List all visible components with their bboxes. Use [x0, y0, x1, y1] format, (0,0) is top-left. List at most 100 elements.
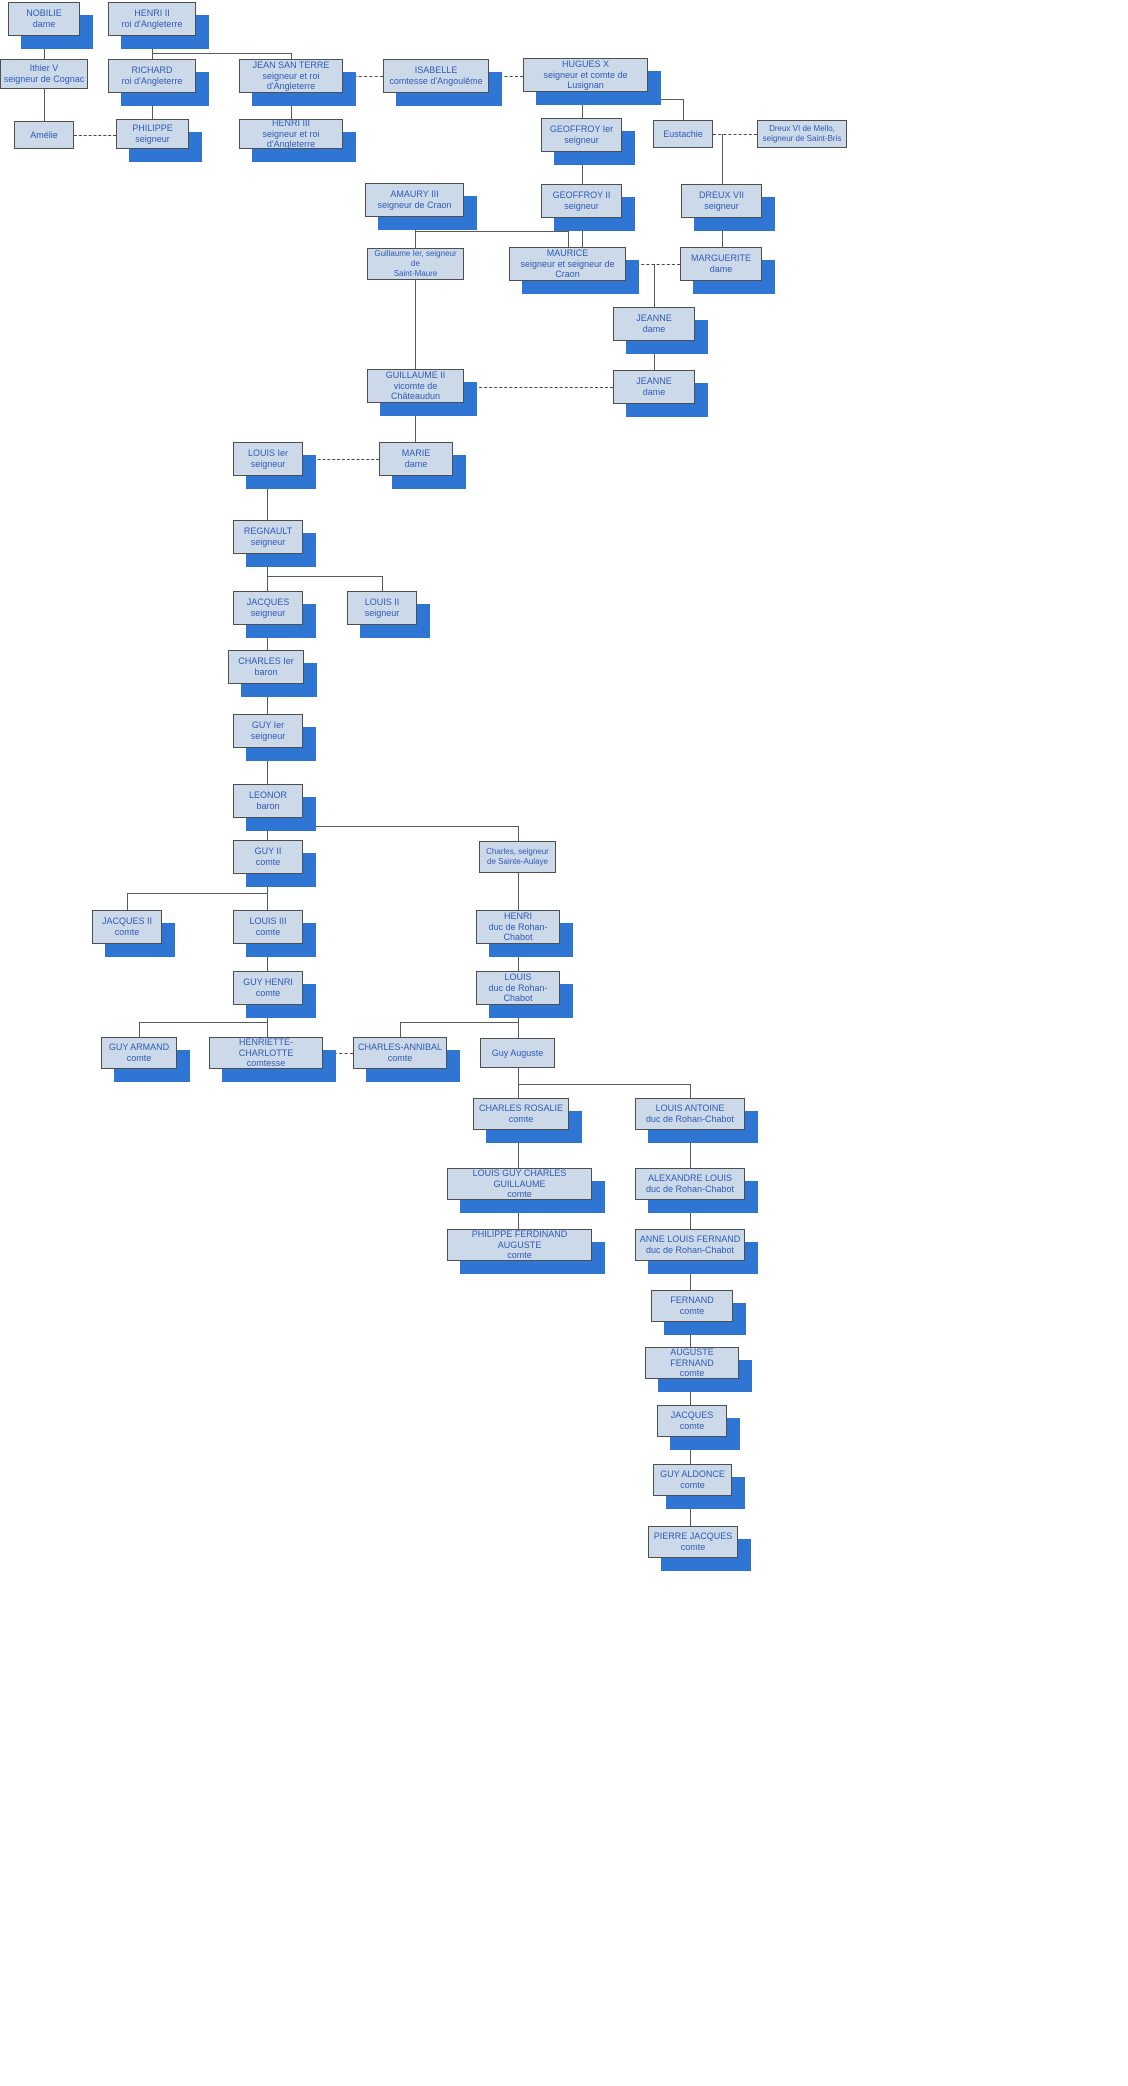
person-title: Saint-Maure: [393, 268, 438, 278]
person-title: seigneur et roi d'Angleterre: [262, 70, 320, 92]
person-title: seigneur et comte de Lusignan: [543, 69, 628, 91]
connector-line: [722, 218, 723, 247]
connector-line: [683, 99, 684, 120]
person-node[interactable]: Amélie: [14, 121, 74, 149]
connector-line: [690, 1130, 691, 1168]
connector-line: [127, 893, 267, 894]
person-title: duc de Rohan-Chabot: [645, 1114, 735, 1124]
person-title: comte: [679, 1368, 705, 1379]
person-title: comte: [680, 1480, 705, 1490]
person-title: seigneur: [564, 201, 599, 211]
person-node[interactable]: Eustachie: [653, 120, 713, 148]
person-name: Ithier V: [29, 63, 59, 74]
person-name: LOUIS Ier: [247, 448, 288, 459]
marriage-line: [489, 76, 523, 77]
person-name: MAURICE: [546, 247, 589, 258]
person-name: Guillaume Ier, seigneur de: [374, 249, 457, 269]
connector-line: [690, 1261, 691, 1290]
person-name: ANNE LOUIS FERNAND: [639, 1234, 741, 1245]
person-title: comte: [255, 988, 281, 998]
person-name: MARIE: [401, 448, 431, 459]
person-title: duc de Rohan-Chabot: [645, 1184, 735, 1194]
person-node[interactable]: Dreux VI de Mello,seigneur de Saint-Bris: [757, 120, 847, 148]
person-title: duc de Rohan-Chabot: [645, 1245, 735, 1255]
person-title: comte: [126, 1053, 152, 1063]
person-name: REGNAULT: [243, 526, 293, 537]
person-title: duc de Rohan-Chabot: [488, 921, 548, 943]
person-title: baron: [254, 667, 278, 677]
person-name: JACQUES: [246, 597, 290, 608]
person-title: comte: [255, 857, 281, 867]
connector-line: [267, 748, 268, 784]
person-name: HENRIETTE-CHARLOTTE: [238, 1036, 294, 1058]
connector-line: [518, 1068, 519, 1084]
person-node[interactable]: Guy Auguste: [480, 1038, 555, 1068]
person-title: dame: [642, 324, 666, 334]
marriage-line: [343, 76, 383, 77]
person-title: dame: [709, 264, 733, 274]
connector-line: [267, 893, 268, 910]
connector-line: [582, 152, 583, 184]
connector-line: [518, 1084, 690, 1085]
connector-line: [654, 264, 655, 307]
person-name: LOUIS II: [364, 597, 400, 608]
person-name: GUY ARMAND: [108, 1042, 170, 1053]
person-title: comte: [114, 927, 140, 937]
connector-line: [400, 1022, 518, 1023]
person-name: DREUX VII: [698, 190, 744, 201]
person-name: LOUIS: [504, 971, 532, 982]
connector-line: [415, 231, 416, 248]
person-name: PIERRE JACQUES: [653, 1531, 733, 1542]
person-title: comte: [387, 1053, 413, 1063]
